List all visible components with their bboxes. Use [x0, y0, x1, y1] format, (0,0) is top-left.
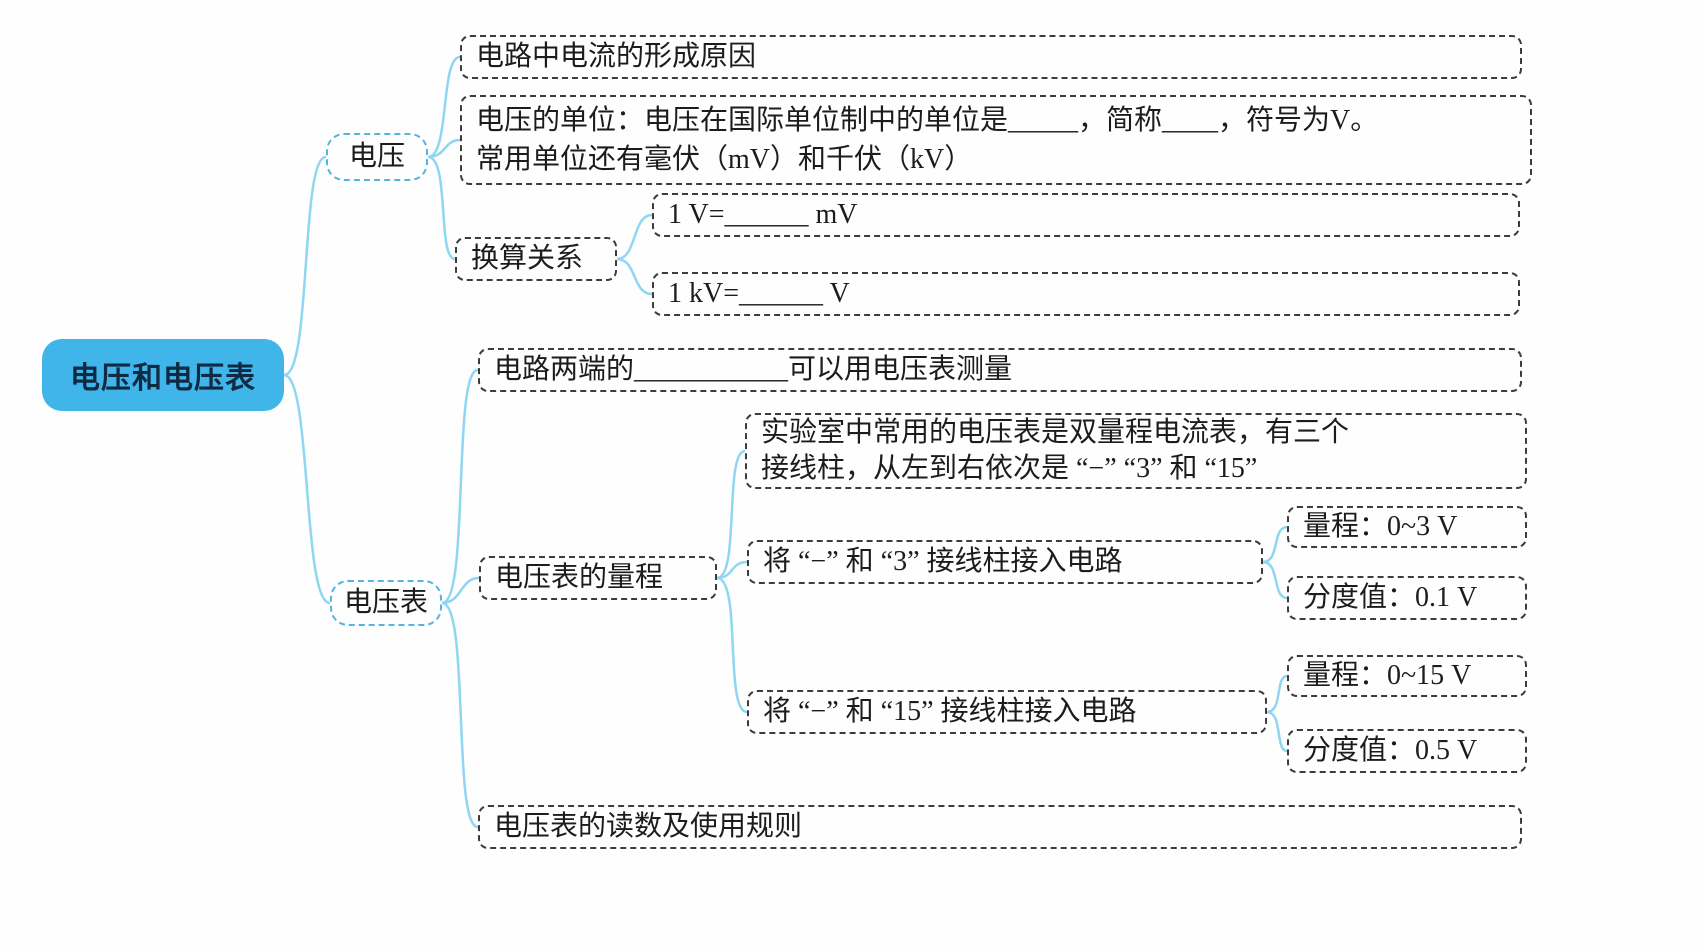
- root-node-title: 电压和电压表: [42, 339, 284, 411]
- node-range-label-text: 电压表的量程: [495, 562, 664, 594]
- node-conversion-label: 换算关系: [471, 243, 584, 275]
- node-conversion: 换算关系: [455, 237, 617, 281]
- node-range-high: 将 “−” 和 “15” 接线柱接入电路: [747, 690, 1267, 734]
- connector-voltage-conversion: [426, 155, 457, 261]
- connector-root-voltmeter: [282, 373, 332, 605]
- node-rules: 电压表的读数及使用规则: [478, 805, 1522, 849]
- connector-range-desc: [715, 449, 747, 580]
- node-measure: 电路两端的___________可以用电压表测量: [478, 348, 1522, 392]
- connector-conversion-v: [615, 257, 654, 296]
- node-range-high-division: 分度值：0.5 V: [1287, 729, 1527, 773]
- connector-high-range: [1265, 674, 1289, 714]
- node-range-high-label: 将 “−” 和 “15” 接线柱接入电路: [763, 696, 1137, 728]
- node-current-cause-label: 电路中电流的形成原因: [476, 41, 757, 73]
- connector-voltmeter-range: [440, 576, 481, 605]
- branch-voltage: 电压: [326, 133, 428, 181]
- connector-voltage-cause: [426, 55, 462, 159]
- node-rules-label: 电压表的读数及使用规则: [494, 811, 803, 843]
- branch-voltmeter-label: 电压表: [344, 587, 429, 619]
- node-range-high-range-label: 量程：0~15 V: [1303, 660, 1472, 692]
- node-voltage-unit-line1: 电压的单位：电压在国际单位制中的单位是_____，简称____，符号为V。: [476, 104, 1379, 136]
- node-range-low-division-label: 分度值：0.1 V: [1303, 582, 1478, 614]
- node-range-desc-line2: 接线柱，从左到右依次是 “−” “3” 和 “15”: [761, 453, 1258, 484]
- node-range-desc-line1: 实验室中常用的电压表是双量程电流表，有三个: [761, 416, 1350, 448]
- connector-voltmeter-measure: [440, 368, 480, 605]
- node-range-label: 电压表的量程: [479, 556, 717, 600]
- node-voltage-unit-line2: 常用单位还有毫伏（mV）和千伏（kV）: [476, 144, 973, 175]
- node-range-high-range: 量程：0~15 V: [1287, 655, 1527, 697]
- connector-low-range: [1261, 525, 1289, 564]
- node-range-low-label: 将 “−” 和 “3” 接线柱接入电路: [763, 546, 1123, 578]
- node-range-low-range: 量程：0~3 V: [1287, 506, 1527, 548]
- node-conversion-mv: 1 V=______ mV: [652, 193, 1520, 237]
- node-range-low-range-label: 量程：0~3 V: [1303, 511, 1458, 543]
- branch-voltage-label: 电压: [348, 141, 405, 173]
- connector-low-division: [1261, 560, 1289, 600]
- connector-range-high: [715, 576, 749, 714]
- node-voltage-unit: 电压的单位：电压在国际单位制中的单位是_____，简称____，符号为V。 常用…: [460, 95, 1532, 185]
- connector-high-division: [1265, 710, 1289, 753]
- node-range-low-division: 分度值：0.1 V: [1287, 576, 1527, 620]
- node-conversion-mv-label: 1 V=______ mV: [668, 199, 858, 231]
- connector-root-voltage: [282, 155, 328, 377]
- connector-voltmeter-rules: [440, 601, 480, 829]
- root-label: 电压和电压表: [70, 362, 256, 395]
- connector-conversion-mv: [615, 213, 654, 261]
- node-range-high-division-label: 分度值：0.5 V: [1303, 735, 1478, 767]
- node-measure-label: 电路两端的___________可以用电压表测量: [494, 354, 1013, 386]
- node-range-desc: 实验室中常用的电压表是双量程电流表，有三个 接线柱，从左到右依次是 “−” “3…: [745, 413, 1527, 489]
- node-conversion-v-label: 1 kV=______ V: [668, 278, 850, 310]
- node-range-low: 将 “−” 和 “3” 接线柱接入电路: [747, 540, 1263, 584]
- node-current-cause: 电路中电流的形成原因: [460, 35, 1522, 79]
- connector-voltage-unit: [426, 138, 462, 159]
- branch-voltmeter: 电压表: [330, 580, 442, 626]
- node-conversion-v: 1 kV=______ V: [652, 272, 1520, 316]
- connector-range-low: [715, 560, 749, 580]
